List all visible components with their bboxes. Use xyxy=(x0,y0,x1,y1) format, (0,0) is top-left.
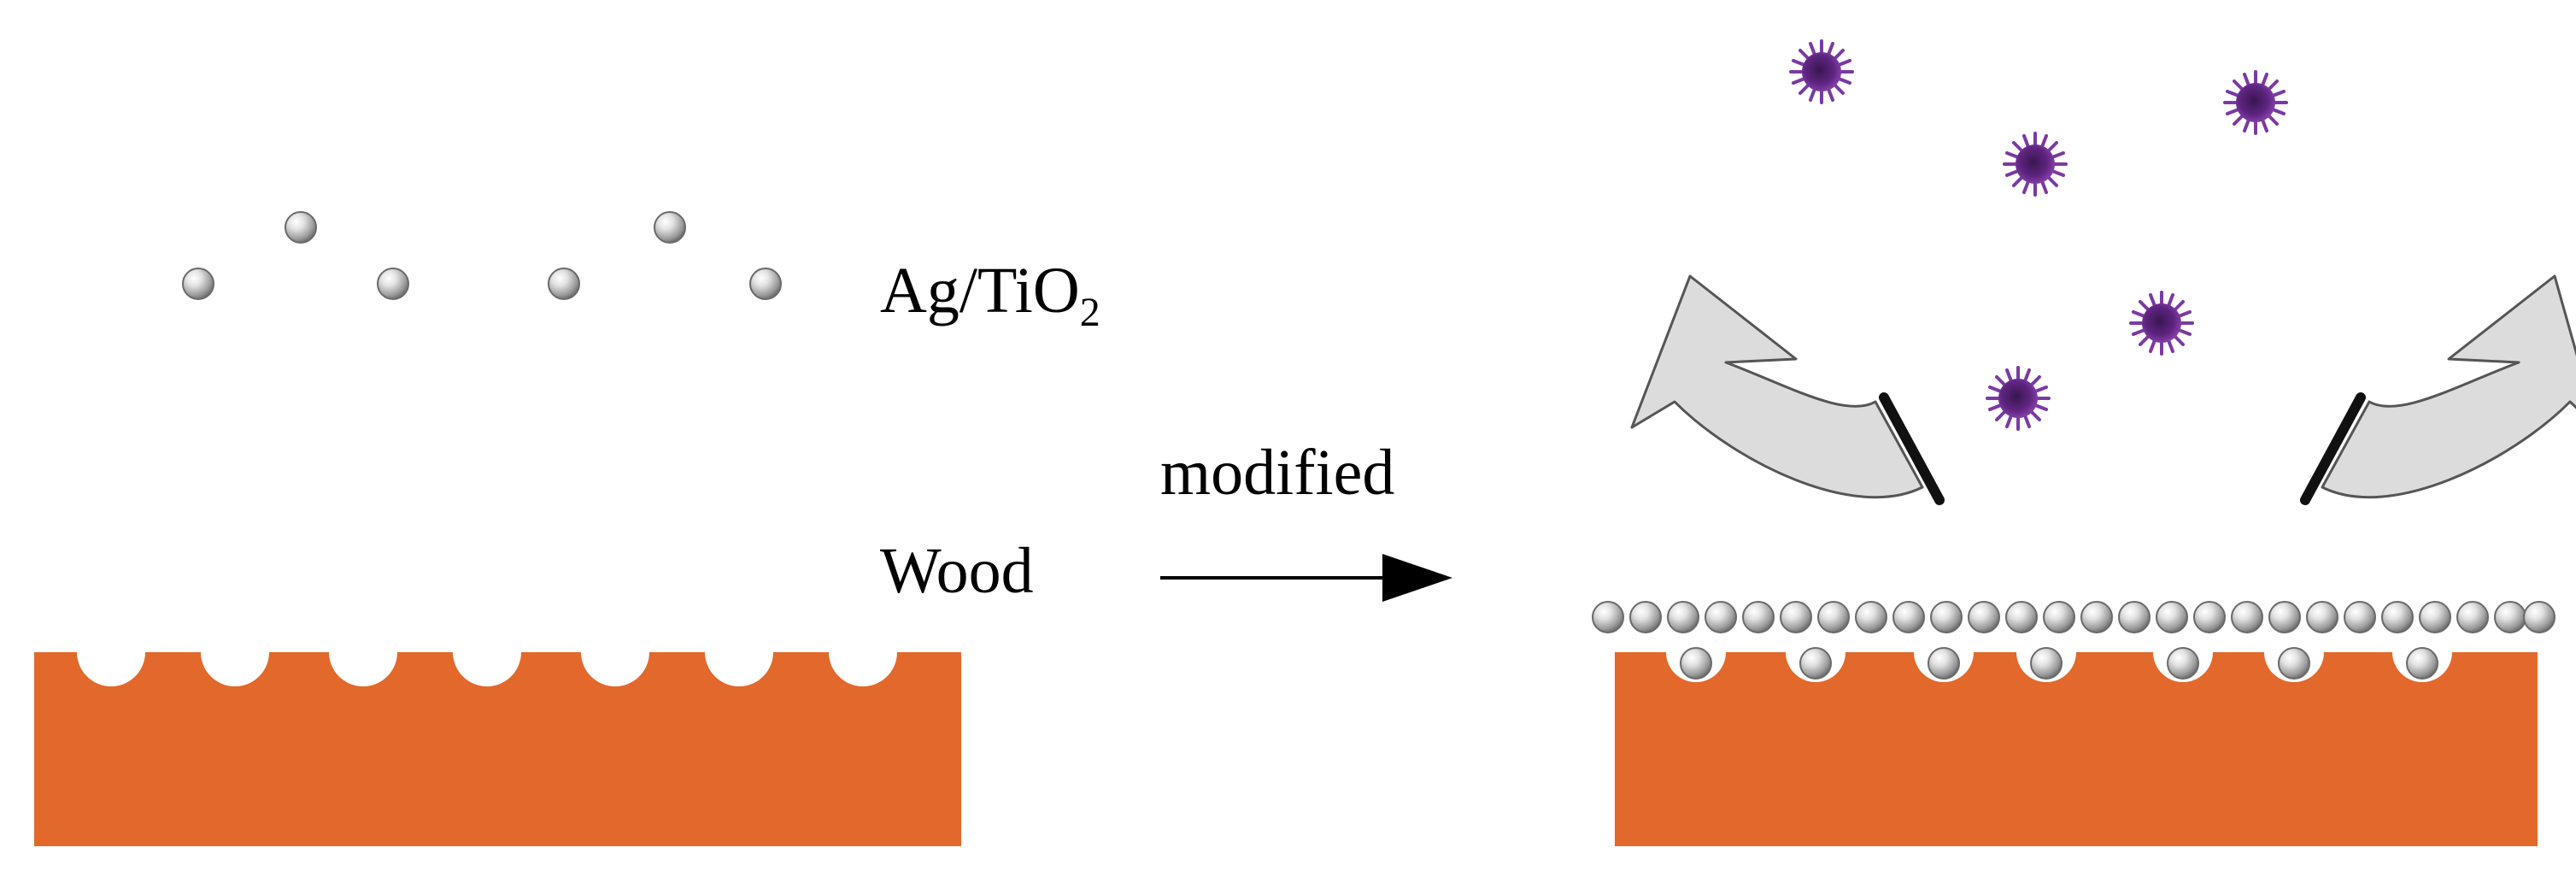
nanoparticle-icon xyxy=(749,268,782,300)
nanoparticle-icon xyxy=(2419,601,2451,633)
microbe-icon xyxy=(2003,132,2068,197)
nanoparticle-icon xyxy=(1930,601,1963,633)
nanoparticle-icon xyxy=(654,211,686,244)
substrate-label: Wood xyxy=(880,535,1034,607)
process-arrow xyxy=(1160,554,1452,602)
nanoparticle-icon xyxy=(548,268,580,300)
nanoparticle-icon xyxy=(1928,647,1960,680)
nanoparticle-icon xyxy=(2080,601,2113,633)
nanoparticle-icon xyxy=(1799,647,1832,680)
nanoparticle-icon xyxy=(2406,647,2438,680)
process-label: modified xyxy=(1160,437,1395,509)
nanoparticle-icon xyxy=(377,268,409,300)
nanoparticle-icon xyxy=(1742,601,1775,633)
coating-nanoparticles xyxy=(1592,601,2555,633)
material-label: Ag/TiO2 xyxy=(880,258,1100,333)
nanoparticle-icon xyxy=(1968,601,2000,633)
nanoparticle-icon xyxy=(1629,601,1662,633)
nanoparticle-icon xyxy=(2118,601,2151,633)
nanoparticle-icon xyxy=(2494,601,2526,633)
nanoparticle-icon xyxy=(1817,601,1850,633)
microbe-icon xyxy=(1789,39,1854,104)
nanoparticle-icon xyxy=(2278,647,2310,680)
microbe-icon xyxy=(2223,70,2288,135)
nanoparticle-icon xyxy=(2005,601,2038,633)
nanoparticle-icon xyxy=(285,211,317,244)
nanoparticle-icon xyxy=(2231,601,2263,633)
nanoparticle-icon xyxy=(1892,601,1925,633)
nanoparticle-icon xyxy=(182,268,214,300)
nanoparticle-icon xyxy=(2344,601,2376,633)
nanoparticle-icon xyxy=(2043,601,2075,633)
nanoparticle-icon xyxy=(1855,601,1887,633)
nanoparticle-icon xyxy=(2268,601,2301,633)
wood-substrate-left xyxy=(34,652,961,846)
microbe-icon xyxy=(1986,366,2051,431)
microbe-icon xyxy=(2129,291,2194,356)
nanoparticle-icon xyxy=(1680,647,1712,680)
nanoparticle-icon xyxy=(1705,601,1737,633)
nanoparticle-icon xyxy=(2193,601,2226,633)
nanoparticle-icon xyxy=(2456,601,2489,633)
repel-arrow-right-icon xyxy=(2300,274,2576,505)
microbes xyxy=(1789,39,2288,431)
nanoparticle-icon xyxy=(2030,647,2063,680)
nanoparticle-icon xyxy=(1592,601,1624,633)
nanoparticle-icon xyxy=(2156,601,2188,633)
free-nanoparticles xyxy=(182,211,782,300)
repel-arrow-left-icon xyxy=(1630,274,1945,505)
nanoparticle-icon xyxy=(2306,601,2338,633)
nanoparticle-icon xyxy=(2381,601,2414,633)
nanoparticle-icon xyxy=(2523,601,2555,633)
nanoparticle-icon xyxy=(1780,601,1812,633)
nanoparticle-icon xyxy=(2167,647,2199,680)
nanoparticle-icon xyxy=(1667,601,1699,633)
material-label-main: Ag/TiO xyxy=(880,255,1080,327)
wood-substrate-right xyxy=(1615,652,2538,846)
material-label-subscript: 2 xyxy=(1079,290,1100,335)
